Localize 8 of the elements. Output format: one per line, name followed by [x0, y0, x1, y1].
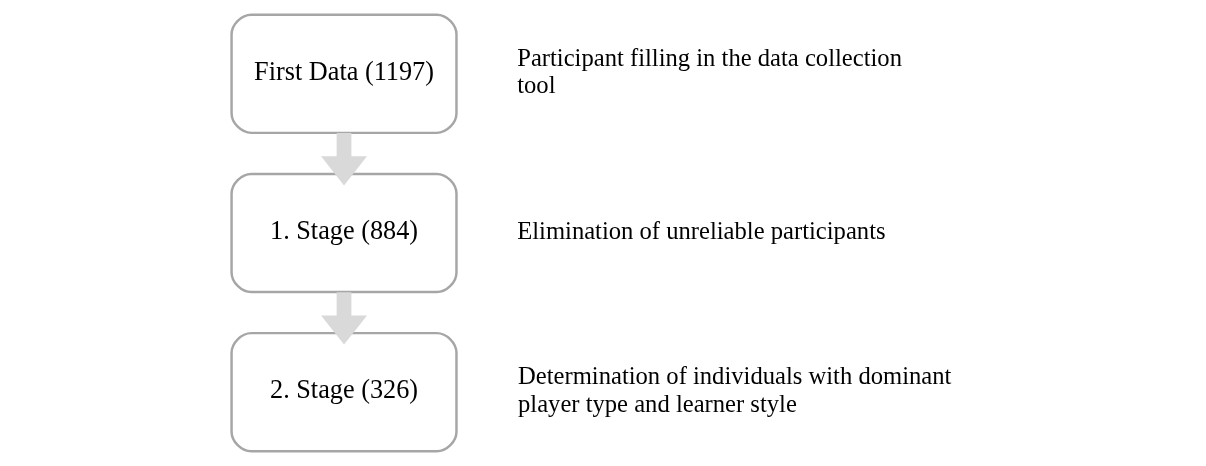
- node-label: Elimination of unreliable participants: [517, 216, 886, 244]
- node-label: Determination of individuals with dominant player type and learner style: [518, 362, 952, 417]
- arrow: [321, 292, 368, 345]
- arrow: [321, 133, 368, 186]
- node-label: Participant filling in the data collection tool: [517, 43, 902, 99]
- node-box: 1. Stage (884): [230, 172, 458, 294]
- node-box: 2. Stage (326): [230, 331, 458, 453]
- node-box: First Data (1197): [230, 13, 458, 135]
